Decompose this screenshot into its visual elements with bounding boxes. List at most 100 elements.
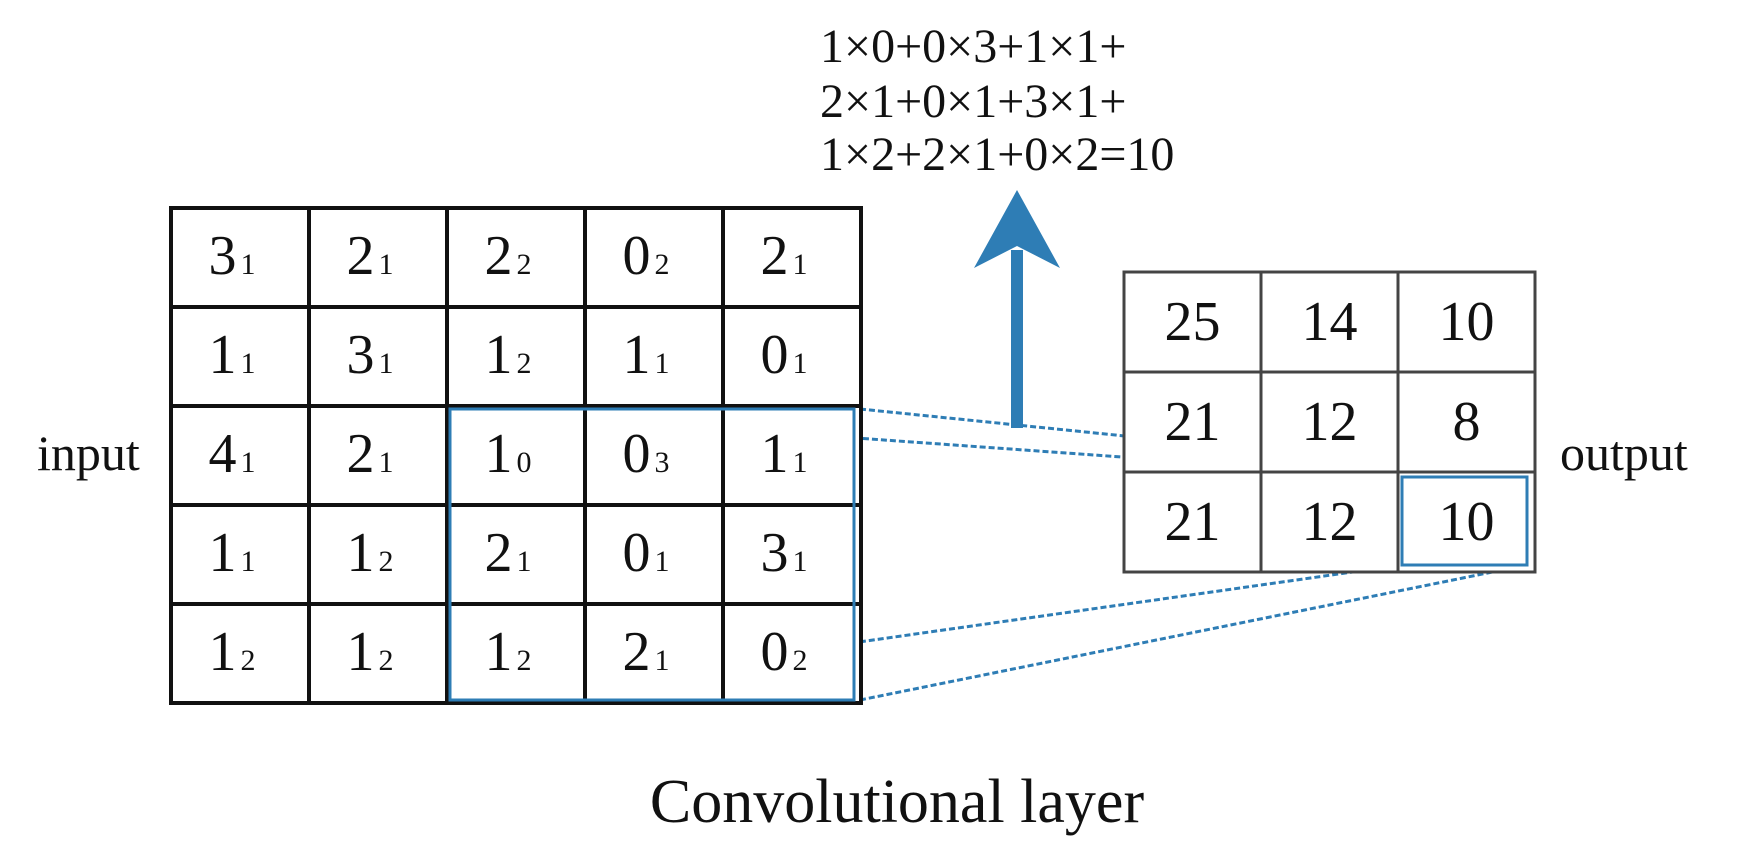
kernel-weight: 1 bbox=[241, 347, 256, 380]
cell-value: 3 bbox=[347, 324, 375, 386]
cell-value: 0 bbox=[623, 423, 651, 485]
formula: 1×0+0×3+1×1+ 2×1+0×1+3×1+ 1×2+2×1+0×2=10 bbox=[820, 20, 1174, 181]
cell-value: 2 bbox=[485, 225, 513, 287]
cell-value: 2 bbox=[485, 522, 513, 584]
output-cell-value: 12 bbox=[1302, 491, 1358, 553]
cell-value: 1 bbox=[761, 423, 789, 485]
cell-value: 1 bbox=[485, 423, 513, 485]
cell-value: 1 bbox=[209, 324, 237, 386]
cell-value: 1 bbox=[347, 522, 375, 584]
kernel-weight: 1 bbox=[241, 248, 256, 281]
kernel-weight: 2 bbox=[379, 545, 394, 578]
input-cell bbox=[307, 206, 449, 309]
kernel-weight: 2 bbox=[517, 248, 532, 281]
input-cell bbox=[169, 206, 311, 309]
kernel-weight: 1 bbox=[793, 545, 808, 578]
output-cell-value: 21 bbox=[1165, 491, 1221, 553]
output-cell-value: 14 bbox=[1302, 291, 1358, 353]
output-cell-value: 8 bbox=[1453, 391, 1481, 453]
output-cell-value: 25 bbox=[1165, 291, 1221, 353]
output-label: output bbox=[1560, 425, 1688, 481]
kernel-weight: 2 bbox=[517, 347, 532, 380]
output-cell-value: 10 bbox=[1439, 491, 1495, 553]
cell-value: 2 bbox=[347, 225, 375, 287]
input-cell bbox=[445, 503, 587, 606]
kernel-weight: 2 bbox=[241, 644, 256, 677]
cell-value: 4 bbox=[209, 423, 237, 485]
output-cell bbox=[1259, 470, 1400, 574]
input-cell bbox=[721, 305, 863, 408]
kernel-weight: 1 bbox=[517, 545, 532, 578]
formula-line-1: 1×0+0×3+1×1+ bbox=[820, 20, 1126, 73]
cell-value: 1 bbox=[209, 522, 237, 584]
output-cell bbox=[1122, 270, 1263, 374]
cell-value: 0 bbox=[761, 324, 789, 386]
kernel-weight: 2 bbox=[379, 644, 394, 677]
output-cell bbox=[1396, 470, 1537, 574]
formula-line-3: 1×2+2×1+0×2=10 bbox=[820, 128, 1174, 181]
input-cell bbox=[721, 206, 863, 309]
cell-value: 1 bbox=[623, 324, 651, 386]
cell-value: 2 bbox=[623, 621, 651, 683]
output-cell-value: 21 bbox=[1165, 391, 1221, 453]
input-cell bbox=[721, 602, 863, 705]
caption: Convolutional layer bbox=[650, 768, 1145, 836]
kernel-weight: 1 bbox=[241, 446, 256, 479]
kernel-weight: 1 bbox=[379, 347, 394, 380]
output-cell-value: 12 bbox=[1302, 391, 1358, 453]
kernel-weight: 3 bbox=[655, 446, 670, 479]
kernel-weight: 1 bbox=[241, 545, 256, 578]
kernel-weight: 1 bbox=[793, 446, 808, 479]
cell-value: 1 bbox=[485, 324, 513, 386]
cell-value: 0 bbox=[623, 225, 651, 287]
kernel-weight: 1 bbox=[655, 347, 670, 380]
cell-value: 1 bbox=[209, 621, 237, 683]
cell-value: 3 bbox=[209, 225, 237, 287]
projection-line bbox=[859, 563, 1528, 702]
formula-line-2: 2×1+0×1+3×1+ bbox=[820, 75, 1126, 128]
output-cell bbox=[1259, 270, 1400, 374]
receptive-field-highlight bbox=[448, 407, 856, 702]
cell-value: 2 bbox=[347, 423, 375, 485]
kernel-weight: 1 bbox=[655, 644, 670, 677]
cell-value: 1 bbox=[485, 621, 513, 683]
projection-line bbox=[449, 563, 1403, 702]
cell-value: 3 bbox=[761, 522, 789, 584]
cell-value: 2 bbox=[761, 225, 789, 287]
output-cell bbox=[1122, 470, 1263, 574]
input-label: input bbox=[37, 425, 140, 481]
kernel-weight: 1 bbox=[655, 545, 670, 578]
input-cell bbox=[721, 404, 863, 507]
kernel-weight: 0 bbox=[517, 446, 532, 479]
kernel-weight: 1 bbox=[379, 248, 394, 281]
output-cell bbox=[1396, 370, 1537, 474]
output-cell-value: 10 bbox=[1439, 291, 1495, 353]
output-cell bbox=[1259, 370, 1400, 474]
cell-value: 0 bbox=[623, 522, 651, 584]
input-cell bbox=[169, 404, 311, 507]
kernel-weight: 1 bbox=[793, 347, 808, 380]
output-grid: 25 14 10 21 12 8 21 12 10 bbox=[1122, 270, 1537, 574]
kernel-weight: 2 bbox=[793, 644, 808, 677]
